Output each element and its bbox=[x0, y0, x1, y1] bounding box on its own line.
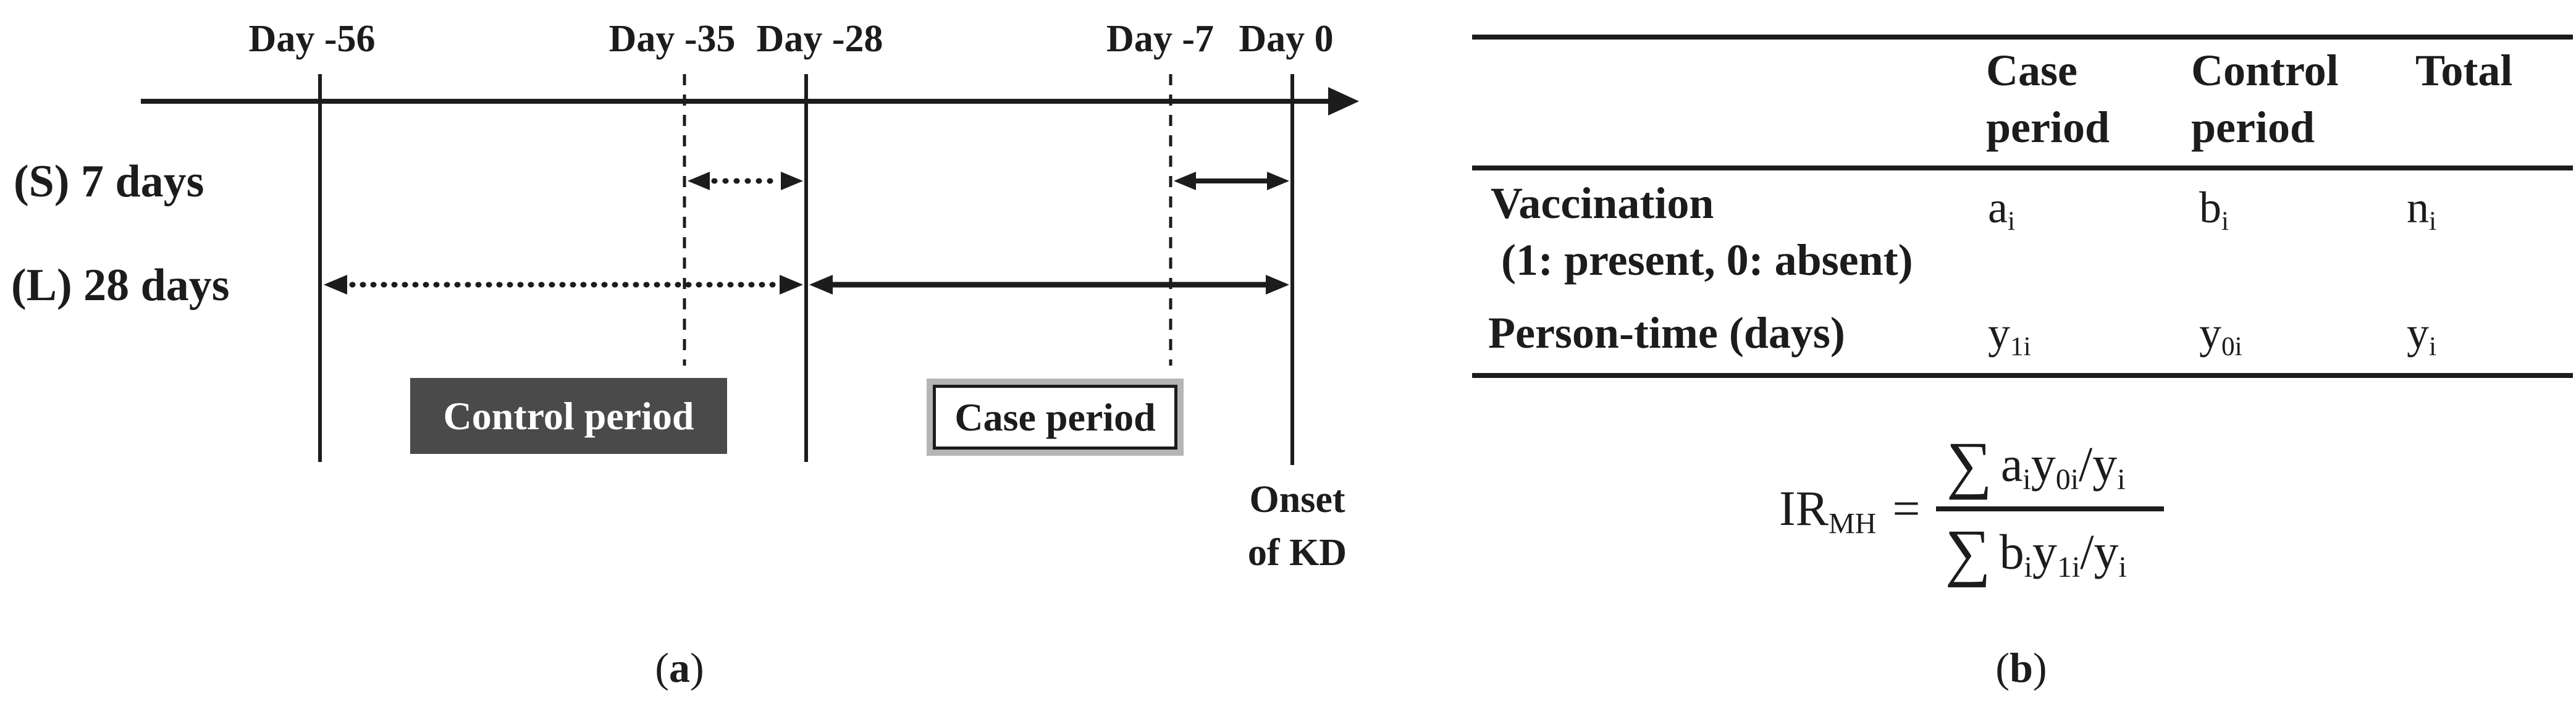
cell-base: a bbox=[1988, 183, 2008, 232]
cell-vaccination-case: ai bbox=[1988, 182, 2015, 237]
cell-person-time-control: y0i bbox=[2199, 308, 2242, 362]
table-rule-bottom bbox=[1472, 373, 2573, 378]
series-label-short-7-days: (S) 7 days bbox=[14, 156, 204, 207]
panel-b-tag: (b) bbox=[1995, 644, 2047, 692]
den-y: y bbox=[2094, 525, 2119, 580]
cell-sub: i bbox=[2221, 207, 2229, 237]
cell-base: y bbox=[2407, 308, 2429, 358]
panel-b-tag-close: ) bbox=[2032, 644, 2047, 691]
row-label-vaccination-line2: (1: present, 0: absent) bbox=[1501, 235, 1913, 285]
row-label-person-time: Person-time (days) bbox=[1488, 308, 1845, 358]
table-rule-header bbox=[1472, 166, 2573, 170]
formula-lhs-sub: MH bbox=[1829, 506, 1877, 540]
cell-person-time-case: y1i bbox=[1988, 308, 2031, 362]
timeline-diagram-lines bbox=[141, 74, 1359, 465]
num-a: a bbox=[2000, 437, 2023, 492]
formula-numerator: ∑aiy0i/yi bbox=[1938, 425, 2163, 505]
cell-sub: i bbox=[2007, 207, 2015, 237]
col-header-total: Total bbox=[2415, 46, 2513, 95]
formula-lhs-base: IR bbox=[1779, 481, 1829, 536]
arrow-s-case-left-head bbox=[1174, 172, 1196, 190]
control-period-box: Control period bbox=[410, 378, 727, 454]
cell-base: n bbox=[2407, 183, 2429, 232]
day-label-0: Day 0 bbox=[1239, 18, 1334, 60]
panel-b-tag-letter: b bbox=[2010, 644, 2033, 691]
panel-a-tag-letter: a bbox=[669, 644, 690, 691]
den-b-sub: i bbox=[2024, 551, 2032, 584]
cell-base: b bbox=[2199, 183, 2221, 232]
num-slash: / bbox=[2079, 437, 2093, 492]
series-label-long-28-days: (L) 28 days bbox=[11, 260, 230, 311]
den-slash: / bbox=[2080, 525, 2094, 580]
panel-a-tag-open: ( bbox=[655, 644, 669, 691]
cell-person-time-total: yi bbox=[2407, 308, 2436, 362]
ir-mh-formula: IRMH = ∑aiy0i/yi ∑biy1i/yi bbox=[1779, 425, 2164, 593]
cell-sub: i bbox=[2429, 332, 2436, 362]
den-b: b bbox=[1999, 525, 2024, 580]
cell-base: y bbox=[1988, 308, 2010, 358]
panel-a-tag-close: ) bbox=[690, 644, 704, 691]
formula-fraction: ∑aiy0i/yi ∑biy1i/yi bbox=[1936, 425, 2164, 593]
case-period-box: Case period bbox=[933, 385, 1177, 450]
col-header-control-line2: period bbox=[2191, 103, 2315, 152]
den-y1: y bbox=[2032, 525, 2057, 580]
arrow-l-control-left-head bbox=[324, 275, 347, 295]
cell-sub: 0i bbox=[2221, 332, 2242, 362]
panel-b-tag-open: ( bbox=[1995, 644, 2010, 691]
num-y-sub: i bbox=[2117, 463, 2126, 497]
time-axis-arrowhead bbox=[1328, 87, 1359, 115]
onset-of-kd-annotation: Onset of KD bbox=[1248, 473, 1347, 579]
den-y-sub: i bbox=[2118, 551, 2127, 584]
cell-sub: i bbox=[2429, 207, 2436, 237]
table-rule-top bbox=[1472, 35, 2573, 40]
day-label-minus-56: Day -56 bbox=[248, 18, 376, 60]
num-y0-sub: 0i bbox=[2055, 463, 2079, 497]
arrow-s-control-right-head bbox=[781, 172, 803, 190]
den-y1-sub: 1i bbox=[2056, 551, 2081, 584]
day-label-minus-28: Day -28 bbox=[756, 18, 883, 60]
col-header-case-line2: period bbox=[1986, 103, 2110, 152]
cell-vaccination-total: ni bbox=[2407, 182, 2436, 237]
arrow-s-case-right-head bbox=[1267, 172, 1289, 190]
day-label-minus-35: Day -35 bbox=[608, 18, 736, 60]
num-y: y bbox=[2092, 437, 2118, 492]
day-label-minus-7: Day -7 bbox=[1106, 18, 1214, 60]
cell-sub: 1i bbox=[2010, 332, 2031, 362]
arrow-l-control-right-head bbox=[780, 275, 803, 295]
formula-equals: = bbox=[1892, 481, 1921, 536]
formula-lhs: IRMH bbox=[1779, 481, 1877, 540]
arrow-l-case-left-head bbox=[809, 275, 833, 295]
panel-a-tag: (a) bbox=[655, 644, 704, 692]
sigma-symbol: ∑ bbox=[1945, 517, 1991, 588]
onset-line1: Onset bbox=[1249, 479, 1345, 521]
formula-denominator: ∑biy1i/yi bbox=[1936, 513, 2163, 593]
fraction-bar bbox=[1936, 506, 2164, 511]
col-header-control-line1: Control bbox=[2191, 46, 2339, 95]
cell-vaccination-control: bi bbox=[2199, 182, 2229, 237]
cell-base: y bbox=[2199, 308, 2221, 358]
num-a-sub: i bbox=[2022, 463, 2031, 497]
num-y0: y bbox=[2031, 437, 2056, 492]
sigma-symbol: ∑ bbox=[1946, 429, 1992, 500]
arrow-l-case-right-head bbox=[1266, 275, 1289, 295]
col-header-case-line1: Case bbox=[1986, 46, 2077, 95]
arrow-s-control-left-head bbox=[688, 172, 710, 190]
onset-line2: of KD bbox=[1247, 532, 1347, 574]
row-label-vaccination: Vaccination bbox=[1491, 178, 1714, 228]
